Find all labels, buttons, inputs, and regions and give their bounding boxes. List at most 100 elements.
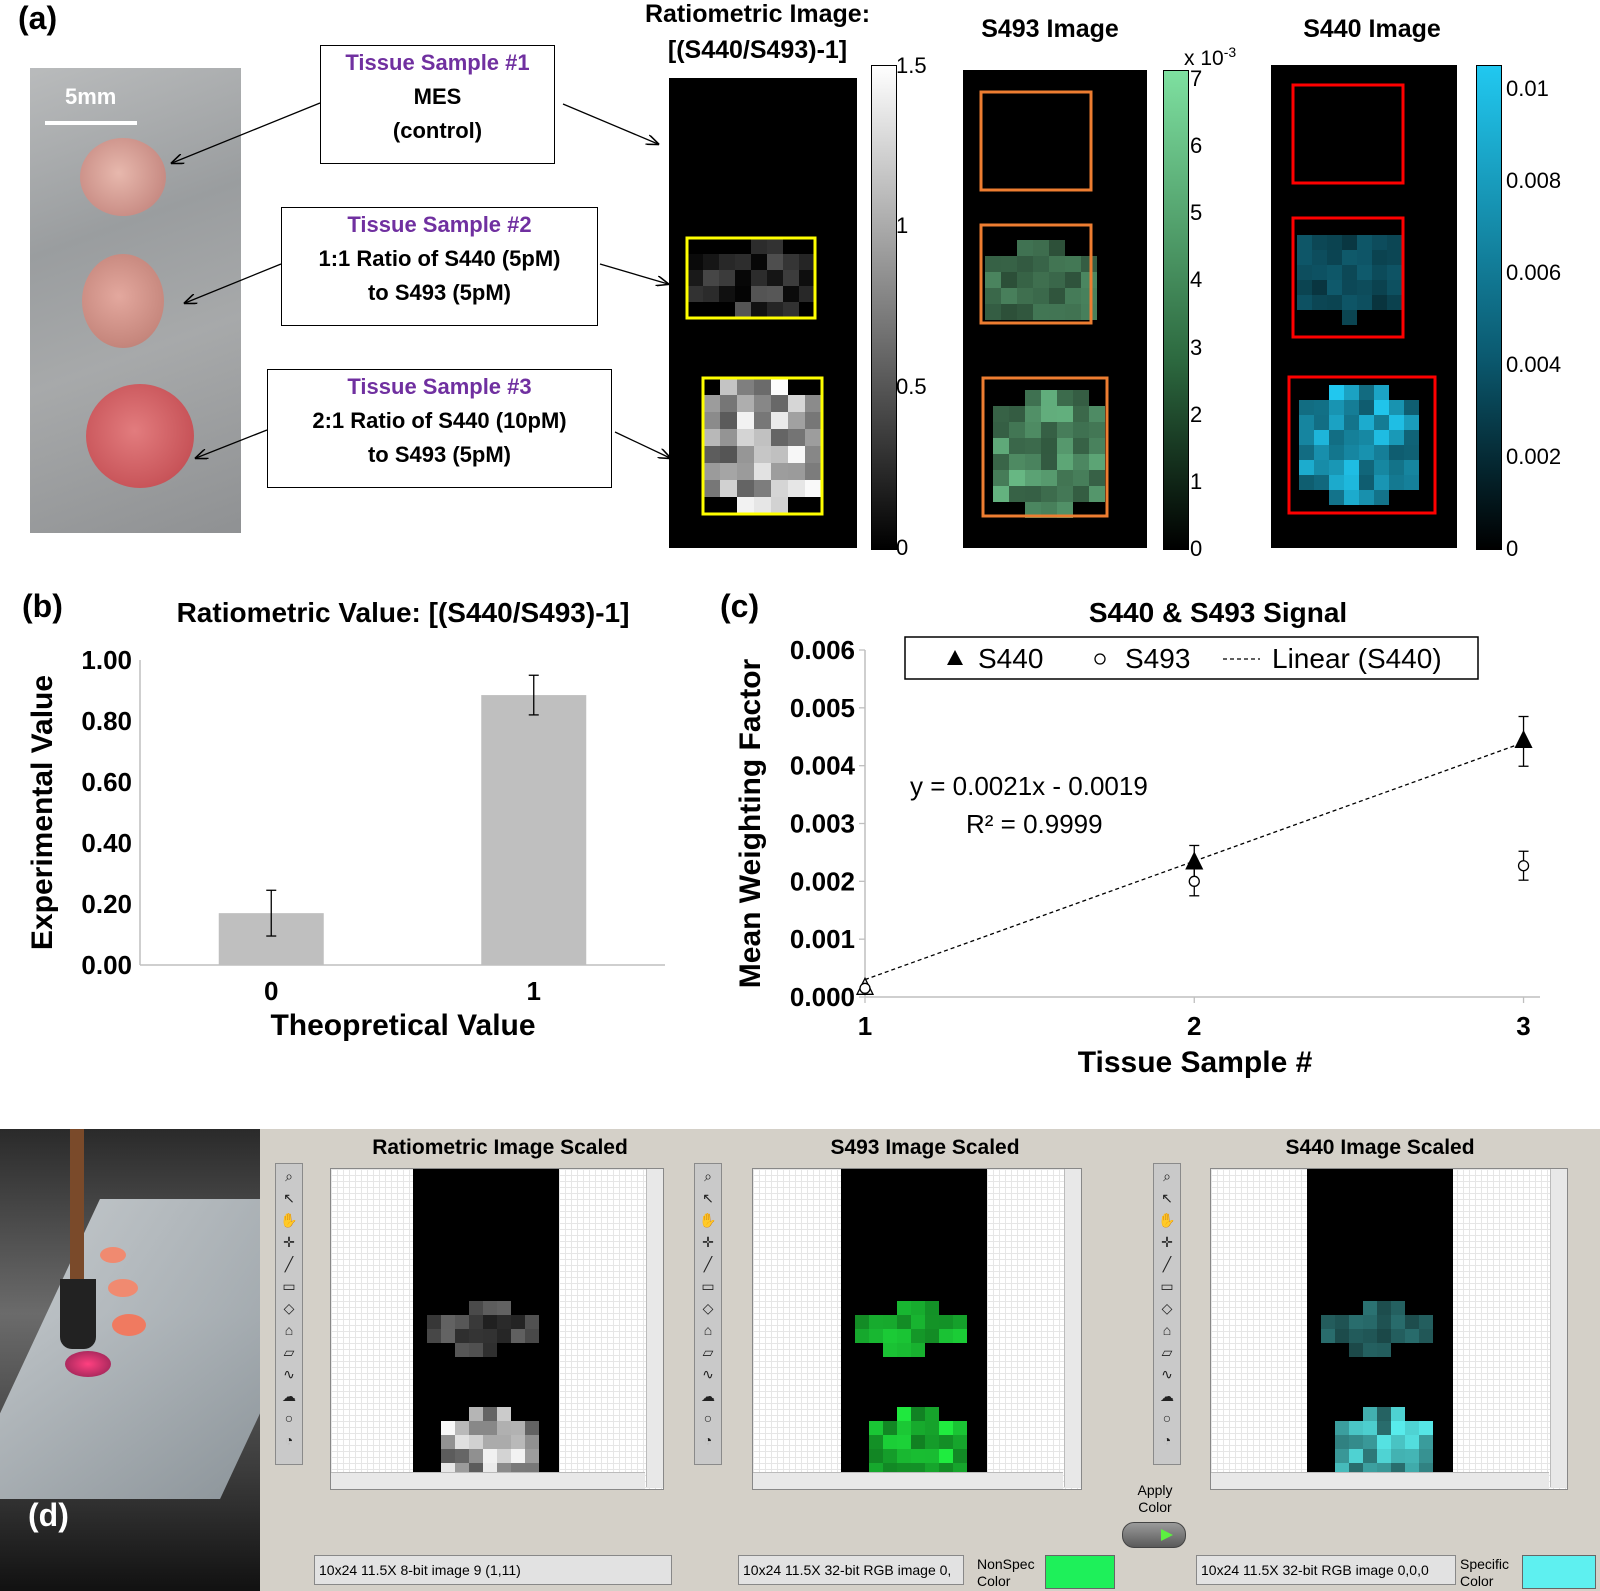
ratio-s2-px <box>783 302 799 318</box>
s493-s3-px <box>1041 406 1057 422</box>
rotated-rect-icon[interactable]: ◇ <box>283 1300 295 1316</box>
curve-icon[interactable]: ∿ <box>702 1366 714 1382</box>
oval-icon[interactable]: ○ <box>284 1410 294 1426</box>
d3-s2-px <box>1335 1315 1349 1329</box>
curve-icon[interactable]: ∿ <box>283 1366 295 1382</box>
s440-s3-px <box>1329 475 1344 490</box>
s493-s3-px <box>1009 486 1025 502</box>
d1-s3-px <box>511 1421 525 1435</box>
s493-s2-px <box>1001 304 1017 320</box>
pointer-icon[interactable]: ↖ <box>702 1190 714 1206</box>
window-3-toolbar: ⌕ ↖ ✋ ✛ ╱ ▭ ◇ ⌂ ▱ ∿ ☁ ○ ◔ <box>1153 1163 1181 1465</box>
pan-icon[interactable]: ✋ <box>280 1212 298 1228</box>
sample-dot-1 <box>100 1247 126 1263</box>
cloud-icon[interactable]: ☁ <box>701 1388 715 1404</box>
ratio-s3-px <box>703 429 720 446</box>
ratio-s3-px <box>754 480 771 497</box>
cloud-icon[interactable]: ☁ <box>282 1388 296 1404</box>
s493-tick-4: 4 <box>1190 267 1203 293</box>
ratio-s2-px <box>751 254 767 270</box>
rectangle-icon[interactable]: ▭ <box>701 1278 715 1294</box>
d2-s2-px <box>911 1343 925 1357</box>
nonspec-color-swatch[interactable] <box>1045 1555 1115 1589</box>
freehand-icon[interactable]: ▱ <box>283 1344 295 1360</box>
ratio-s2-px <box>687 270 703 286</box>
ratio-s2-px <box>703 254 719 270</box>
zoom-icon[interactable]: ⌕ <box>704 1168 712 1184</box>
window-1-hscroll[interactable] <box>331 1472 645 1489</box>
pointer-icon[interactable]: ↖ <box>283 1190 295 1206</box>
arc-icon[interactable]: ◔ <box>703 1432 713 1448</box>
s440-s2-px <box>1312 235 1327 250</box>
ratio-title-1: Ratiometric Image: <box>644 0 871 28</box>
trend-equation: y = 0.0021x - 0.0019 <box>910 771 1148 801</box>
window-3-vscroll[interactable] <box>1550 1169 1567 1487</box>
crosshair-icon[interactable]: ✛ <box>283 1234 295 1250</box>
crosshair-icon[interactable]: ✛ <box>1161 1234 1173 1250</box>
oval-icon[interactable]: ○ <box>1162 1410 1172 1426</box>
window-1-vscroll[interactable] <box>646 1169 663 1487</box>
trend-r2: R² = 0.9999 <box>966 809 1103 839</box>
arc-icon[interactable]: ◔ <box>1162 1432 1172 1448</box>
pan-icon[interactable]: ✋ <box>699 1212 717 1228</box>
specific-color-swatch[interactable] <box>1522 1555 1596 1589</box>
polygon-icon[interactable]: ⌂ <box>284 1322 294 1338</box>
s493-s2-px <box>1049 240 1065 256</box>
arc-icon[interactable]: ◔ <box>284 1432 294 1448</box>
s440-s3-px <box>1344 415 1359 430</box>
s493-s2-px <box>1065 288 1081 304</box>
polygon-icon[interactable]: ⌂ <box>703 1322 713 1338</box>
sample-1-title: Tissue Sample #1 <box>345 50 530 75</box>
s493-s2-px <box>1049 272 1065 288</box>
apply-color-button[interactable] <box>1122 1522 1186 1548</box>
freehand-icon[interactable]: ▱ <box>702 1344 714 1360</box>
rotated-rect-icon[interactable]: ◇ <box>1161 1300 1173 1316</box>
crosshair-icon[interactable]: ✛ <box>702 1234 714 1250</box>
arrow-sample1-right <box>562 103 658 144</box>
d2-s3-px <box>939 1449 953 1463</box>
pointer-icon[interactable]: ↖ <box>1161 1190 1173 1206</box>
ratio-s2-px <box>751 286 767 302</box>
s440-s3-px <box>1344 475 1359 490</box>
line-icon[interactable]: ╱ <box>1162 1256 1172 1272</box>
sample-1-line1: MES <box>413 84 462 109</box>
s440-image <box>1271 65 1457 548</box>
s440-s2-px <box>1357 250 1372 265</box>
scatter-xtick-label: 2 <box>1187 1011 1201 1041</box>
curve-icon[interactable]: ∿ <box>1161 1366 1173 1382</box>
pan-icon[interactable]: ✋ <box>1158 1212 1176 1228</box>
d3-s2-px <box>1321 1315 1335 1329</box>
ratio-s3-px <box>737 395 754 412</box>
window-3-hscroll[interactable] <box>1211 1472 1549 1489</box>
bar-xtick-label: 0 <box>264 976 278 1006</box>
polygon-icon[interactable]: ⌂ <box>1162 1322 1172 1338</box>
window-2-vscroll[interactable] <box>1064 1169 1081 1487</box>
rotated-rect-icon[interactable]: ◇ <box>702 1300 714 1316</box>
rectangle-icon[interactable]: ▭ <box>1160 1278 1174 1294</box>
d2-s2-px <box>911 1315 925 1329</box>
s493-s2-px <box>1081 256 1097 272</box>
s440-s3-px <box>1359 430 1374 445</box>
oval-icon[interactable]: ○ <box>703 1410 713 1426</box>
d1-s2-px <box>497 1301 511 1315</box>
line-icon[interactable]: ╱ <box>703 1256 713 1272</box>
d3-s3-px <box>1391 1435 1405 1449</box>
rectangle-icon[interactable]: ▭ <box>282 1278 296 1294</box>
zoom-icon[interactable]: ⌕ <box>285 1168 293 1184</box>
d1-s3-px <box>469 1407 483 1421</box>
s440-s3-px <box>1389 415 1404 430</box>
s440-s2-px <box>1387 295 1402 310</box>
window-2-hscroll[interactable] <box>753 1472 1063 1489</box>
s440-s3-px <box>1404 460 1419 475</box>
s493-tick-8: 0 <box>1190 536 1203 561</box>
line-icon[interactable]: ╱ <box>284 1256 294 1272</box>
ratio-s3-px <box>703 412 720 429</box>
zoom-icon[interactable]: ⌕ <box>1163 1168 1171 1184</box>
freehand-icon[interactable]: ▱ <box>1161 1344 1173 1360</box>
cloud-icon[interactable]: ☁ <box>1160 1388 1174 1404</box>
s440-s3-px <box>1344 430 1359 445</box>
scatter-xtick-label: 3 <box>1516 1011 1530 1041</box>
d2-s3-px <box>869 1435 883 1449</box>
scatter-ytick-label: 0.000 <box>790 982 855 1012</box>
s440-s3-px <box>1329 490 1344 505</box>
